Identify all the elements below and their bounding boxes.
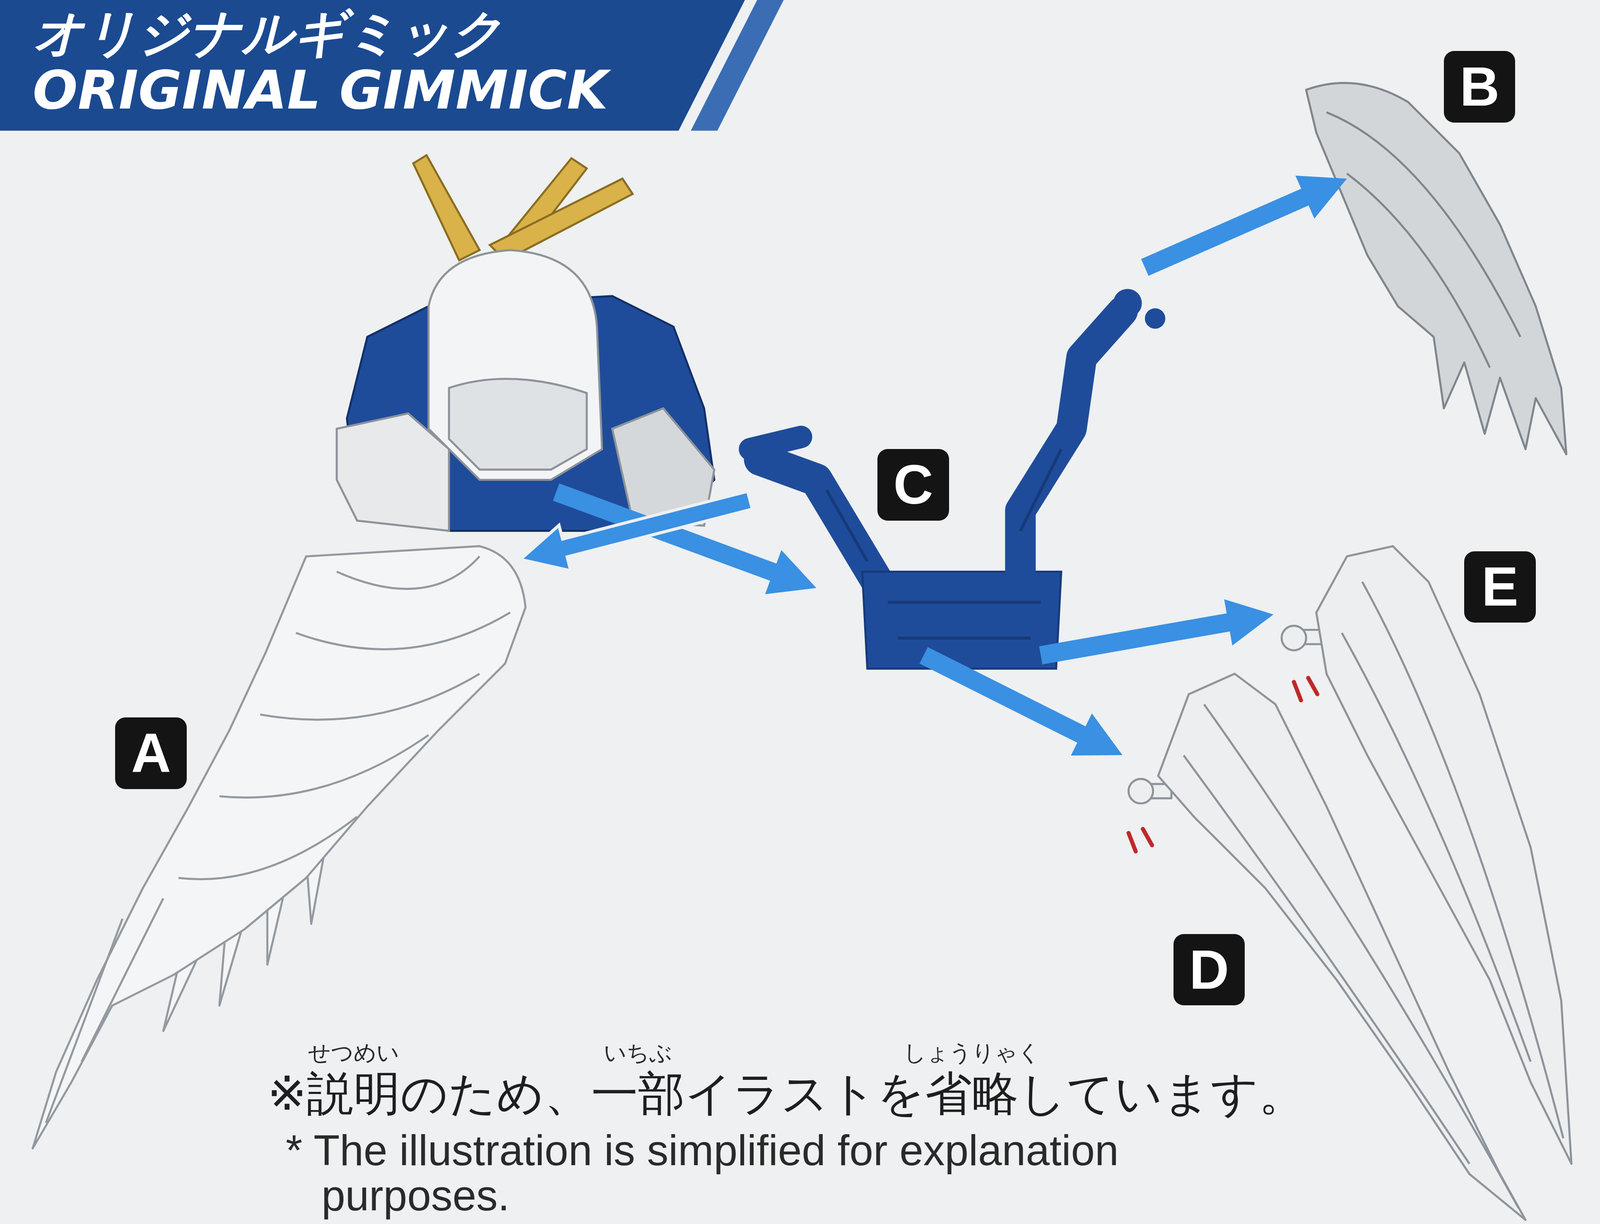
wing-a bbox=[32, 546, 526, 1149]
letter-badge: D bbox=[1173, 933, 1246, 1006]
flow-arrow bbox=[520, 491, 753, 571]
feather-line bbox=[1346, 173, 1490, 368]
v-fin bbox=[413, 155, 480, 261]
flow-arrow bbox=[919, 646, 1123, 756]
part-region: A bbox=[20, 535, 531, 1174]
flow-arrow bbox=[1141, 175, 1347, 276]
click-tick bbox=[1142, 828, 1152, 845]
feather-line bbox=[45, 918, 123, 1123]
title-english: ORIGINAL GIMMICK bbox=[32, 61, 609, 120]
feather-line bbox=[296, 612, 511, 650]
letter-badge: B bbox=[1443, 50, 1516, 123]
click-mark bbox=[1128, 677, 1318, 851]
part-letter: B bbox=[1459, 59, 1500, 115]
feather-line bbox=[178, 816, 357, 880]
feather-line bbox=[1204, 704, 1519, 1208]
feather-line bbox=[219, 734, 429, 798]
part-letter: C bbox=[893, 457, 933, 513]
furigana: いちぶ bbox=[603, 1040, 673, 1066]
v-fin bbox=[489, 178, 633, 261]
shoulder bbox=[336, 413, 449, 531]
helmet bbox=[428, 250, 603, 480]
feather-line bbox=[260, 673, 480, 720]
part-region: D bbox=[1122, 668, 1531, 1220]
click-tick bbox=[1308, 677, 1318, 694]
note-caption: ※説明のため、一部イラストを省略しています。 bbox=[267, 1067, 1306, 1120]
wing-body bbox=[32, 546, 526, 1149]
title-text: オリジナルギミック bbox=[32, 6, 503, 60]
frame-knob bbox=[1113, 288, 1143, 318]
feather-line bbox=[336, 556, 480, 589]
click-tick bbox=[1128, 832, 1136, 851]
robot-bust bbox=[336, 155, 715, 531]
part-region: E bbox=[1273, 540, 1572, 1169]
feather-line bbox=[1326, 112, 1521, 337]
part-letter: D bbox=[1189, 942, 1229, 998]
wing-body bbox=[1158, 673, 1526, 1220]
note-text: * The illustration is simplified for exp… bbox=[285, 1127, 1240, 1218]
frame-detail bbox=[826, 448, 1062, 638]
letter-badge: E bbox=[1464, 551, 1536, 623]
frame-knob bbox=[1144, 308, 1166, 329]
ball-joint bbox=[1128, 778, 1154, 803]
part-region: C bbox=[736, 267, 1171, 656]
part-region: B bbox=[1346, 45, 1577, 465]
face-plate bbox=[448, 378, 587, 470]
furigana: しょうりゃく bbox=[903, 1040, 1041, 1066]
click-tick bbox=[1293, 681, 1302, 700]
ball-joint bbox=[1281, 625, 1307, 651]
part-letter: E bbox=[1481, 559, 1519, 615]
wing-b bbox=[1306, 82, 1567, 454]
banner-stripe bbox=[690, 0, 784, 131]
title-banner bbox=[0, 0, 745, 131]
wing-d bbox=[1128, 673, 1526, 1220]
frame-claw bbox=[749, 436, 801, 450]
part-letter: A bbox=[131, 725, 172, 781]
letter-badge: C bbox=[877, 448, 950, 521]
furigana: せつめい bbox=[308, 1040, 400, 1066]
wing-body bbox=[1306, 82, 1567, 454]
flow-arrow bbox=[1039, 599, 1274, 665]
frame-arm bbox=[1020, 311, 1123, 593]
feather-line bbox=[81, 898, 164, 1062]
letter-badge: A bbox=[115, 717, 187, 789]
frame-c bbox=[749, 288, 1166, 669]
